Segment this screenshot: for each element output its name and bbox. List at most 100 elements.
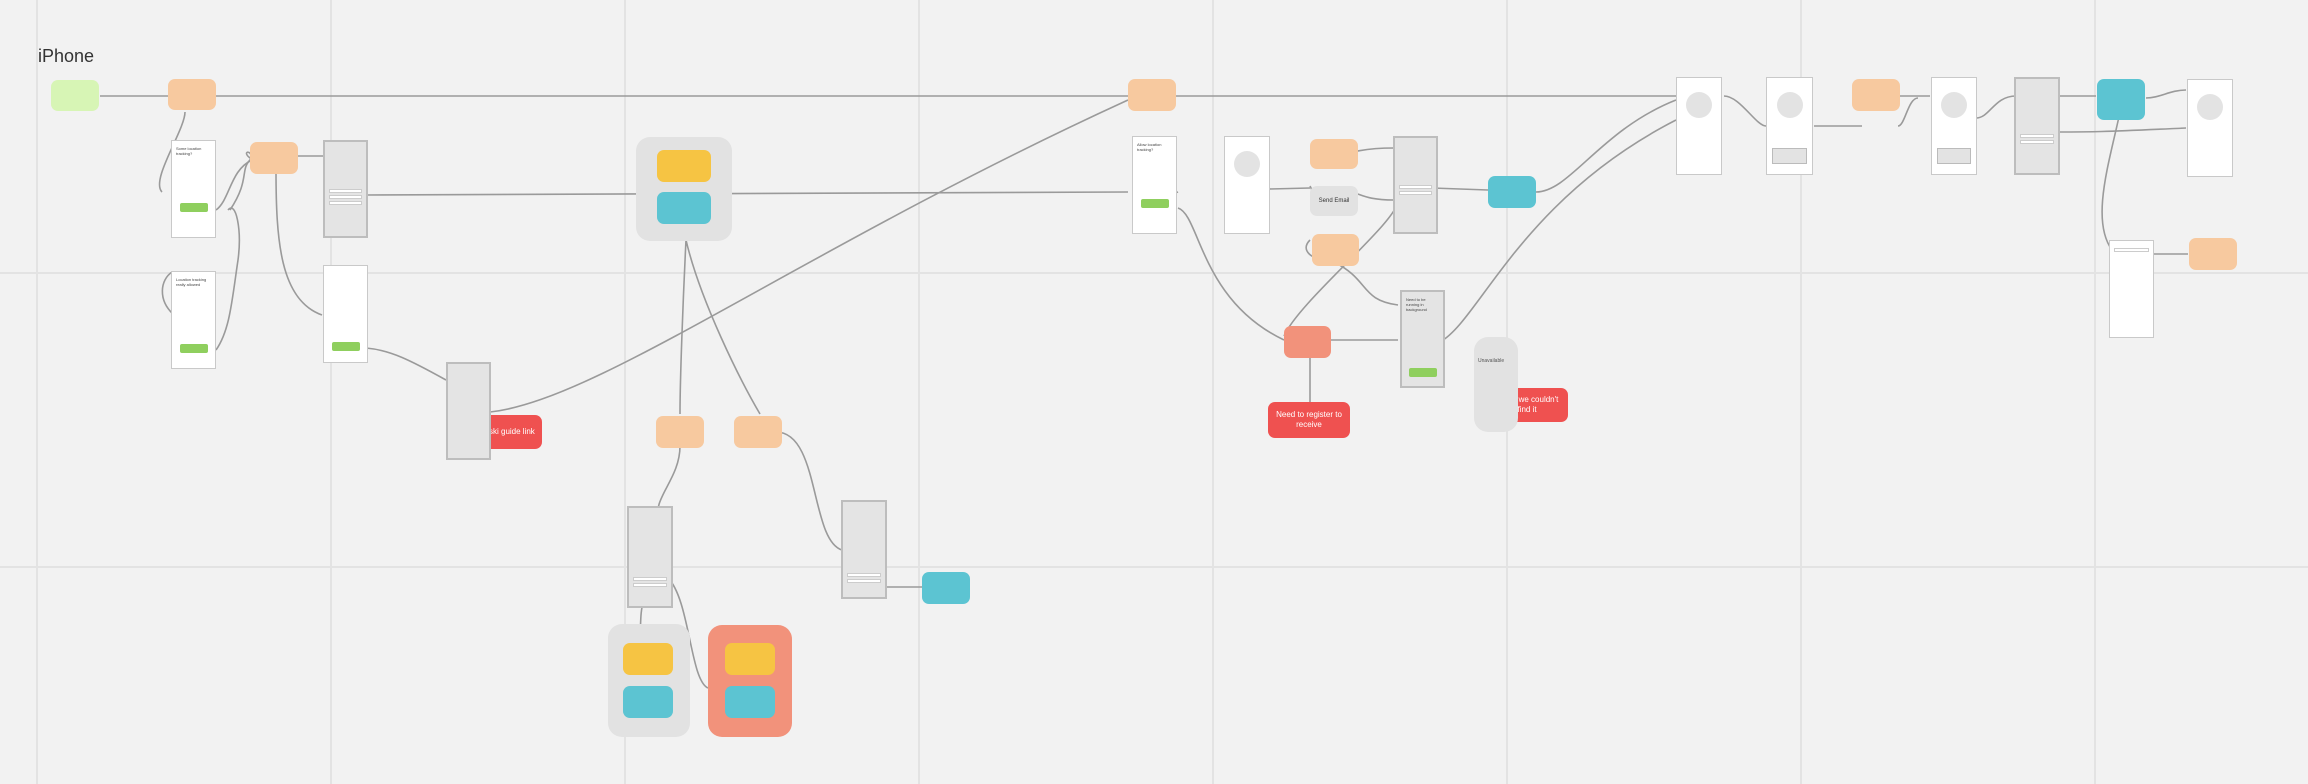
board-title: iPhone (38, 46, 95, 66)
connector (1177, 207, 1285, 341)
grid-line (624, 0, 626, 784)
phone-screen[interactable] (2109, 240, 2154, 338)
list-row[interactable] (633, 577, 667, 581)
step-node[interactable] (656, 416, 704, 448)
connector (1535, 99, 1677, 193)
grid-line (0, 272, 2308, 274)
list-row[interactable] (633, 583, 667, 587)
step-node[interactable] (1310, 139, 1358, 169)
connector (1975, 95, 2017, 119)
info-node[interactable] (922, 572, 970, 604)
step-node[interactable] (250, 142, 298, 174)
list-row[interactable] (847, 573, 881, 577)
error-node[interactable]: Need to register to receive (1268, 402, 1350, 438)
phone-screen[interactable] (1393, 136, 1438, 234)
connector (1333, 261, 1399, 306)
connector (489, 99, 1129, 413)
info-node[interactable] (725, 686, 775, 718)
connector (1431, 187, 1489, 191)
phone-screen[interactable] (2014, 77, 2060, 175)
step-node[interactable] (734, 416, 782, 448)
warning-node[interactable] (1284, 326, 1331, 358)
keyboard[interactable] (1937, 148, 1971, 164)
list-row[interactable] (2114, 248, 2149, 252)
phone-screen[interactable]: Allow location tracking? (1132, 136, 1177, 234)
phone-screen[interactable] (1676, 77, 1722, 175)
connector (2145, 89, 2187, 99)
connector (1283, 199, 1399, 337)
grid-line (1212, 0, 1214, 784)
info-node[interactable] (2097, 79, 2145, 120)
info-node[interactable] (623, 686, 673, 718)
connector (161, 271, 174, 315)
connector (1439, 119, 1677, 343)
list-row[interactable] (329, 189, 362, 193)
warning-group (708, 625, 792, 737)
connector (1897, 97, 1919, 127)
connector (158, 111, 186, 193)
grid-line (2094, 0, 2096, 784)
screen-text: Some location tracking? (176, 146, 202, 156)
step-node[interactable] (2189, 238, 2237, 270)
connector (2057, 127, 2187, 133)
avatar (1686, 92, 1712, 118)
list-row[interactable] (1399, 191, 1432, 195)
phone-screen[interactable] (627, 506, 673, 608)
avatar (2197, 94, 2223, 120)
screen-text: Need to be running in background (1406, 297, 1427, 312)
grid-line (36, 0, 38, 784)
start-node[interactable] (51, 80, 99, 111)
info-node[interactable] (1488, 176, 1536, 208)
note-node[interactable] (725, 643, 775, 675)
step-node[interactable] (168, 79, 216, 110)
avatar (1776, 92, 1803, 118)
connector (215, 159, 253, 211)
phone-screen[interactable]: Some location tracking? (171, 140, 216, 238)
unavailable-group (1474, 337, 1518, 432)
list-row[interactable] (329, 201, 362, 205)
phone-screen[interactable] (2187, 79, 2233, 177)
connector (2101, 111, 2121, 251)
list-row[interactable] (847, 579, 881, 583)
connector (275, 169, 323, 316)
send-email-node[interactable]: Send Email (1310, 186, 1358, 216)
phone-screen[interactable] (841, 500, 887, 599)
note-node[interactable] (657, 150, 711, 182)
confirm-button[interactable] (1408, 368, 1437, 377)
note-node[interactable] (623, 643, 673, 675)
connector (215, 207, 241, 351)
note-group (608, 624, 690, 737)
list-row[interactable] (329, 195, 362, 199)
screen-text: Allow location tracking? (1137, 142, 1162, 152)
confirm-button[interactable] (179, 344, 208, 353)
grid-line (0, 566, 2308, 568)
phone-screen[interactable] (1766, 77, 1813, 175)
connector (775, 431, 843, 551)
grid-line (918, 0, 920, 784)
phone-screen[interactable] (1224, 136, 1270, 234)
phone-screen[interactable]: Need to be running in background (1400, 290, 1445, 388)
group-label: Unavailable (1478, 358, 1505, 364)
confirm-button[interactable] (1140, 199, 1169, 208)
info-node[interactable] (657, 192, 711, 224)
confirm-button[interactable] (331, 342, 360, 351)
phone-screen[interactable] (446, 362, 491, 460)
phone-screen[interactable] (1931, 77, 1977, 175)
list-row[interactable] (2020, 140, 2054, 144)
list-row[interactable] (2020, 134, 2054, 138)
connector (365, 191, 1129, 196)
list-row[interactable] (1399, 185, 1432, 189)
connector (679, 239, 687, 415)
grid-line (1800, 0, 1802, 784)
keyboard[interactable] (1772, 148, 1807, 164)
confirm-button[interactable] (179, 203, 208, 212)
grid-line (330, 0, 332, 784)
phone-screen[interactable] (323, 265, 368, 363)
connector (1723, 95, 1767, 127)
phone-screen[interactable]: Location tracking really allowed (171, 271, 216, 369)
step-node[interactable] (1312, 234, 1359, 266)
step-node[interactable] (1852, 79, 1900, 111)
phone-screen[interactable] (323, 140, 368, 238)
step-node[interactable] (1128, 79, 1176, 111)
connector (229, 151, 252, 211)
